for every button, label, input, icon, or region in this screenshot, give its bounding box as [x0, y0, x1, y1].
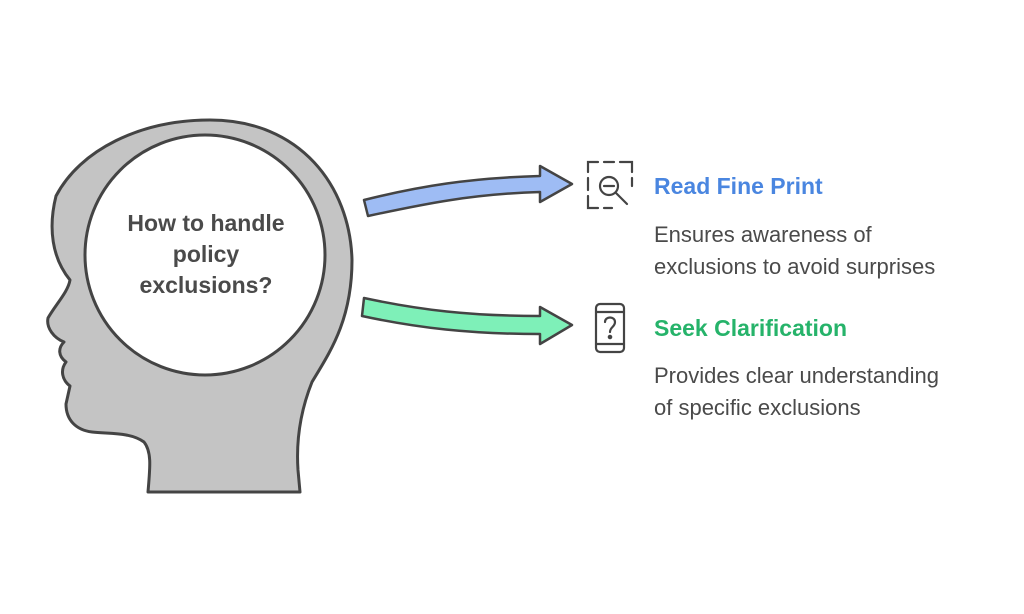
option-description-line: exclusions to avoid surprises — [654, 254, 936, 279]
question-line-2: policy — [172, 241, 240, 267]
phone-question-icon — [594, 302, 626, 354]
option-title-seek-clarification: Seek Clarification — [654, 315, 848, 341]
thought-bubble — [83, 133, 327, 377]
option-description-line: Ensures awareness of — [654, 222, 872, 247]
question-line-3: exclusions? — [139, 272, 273, 298]
option-description-line: Provides clear understanding — [654, 363, 939, 388]
magnifier-zoom-out-icon — [586, 160, 634, 210]
arrow-seek-clarification — [360, 296, 574, 346]
central-question: How to handle policy exclusions? — [90, 208, 322, 301]
option-description-line: of specific exclusions — [654, 395, 861, 420]
option-description-read-fine-print: Ensures awareness of exclusions to avoid… — [654, 219, 935, 283]
question-line-1: How to handle — [127, 210, 285, 236]
option-description-seek-clarification: Provides clear understanding of specific… — [654, 360, 939, 424]
arrow-read-fine-print — [362, 164, 574, 218]
option-title-read-fine-print: Read Fine Print — [654, 173, 823, 199]
